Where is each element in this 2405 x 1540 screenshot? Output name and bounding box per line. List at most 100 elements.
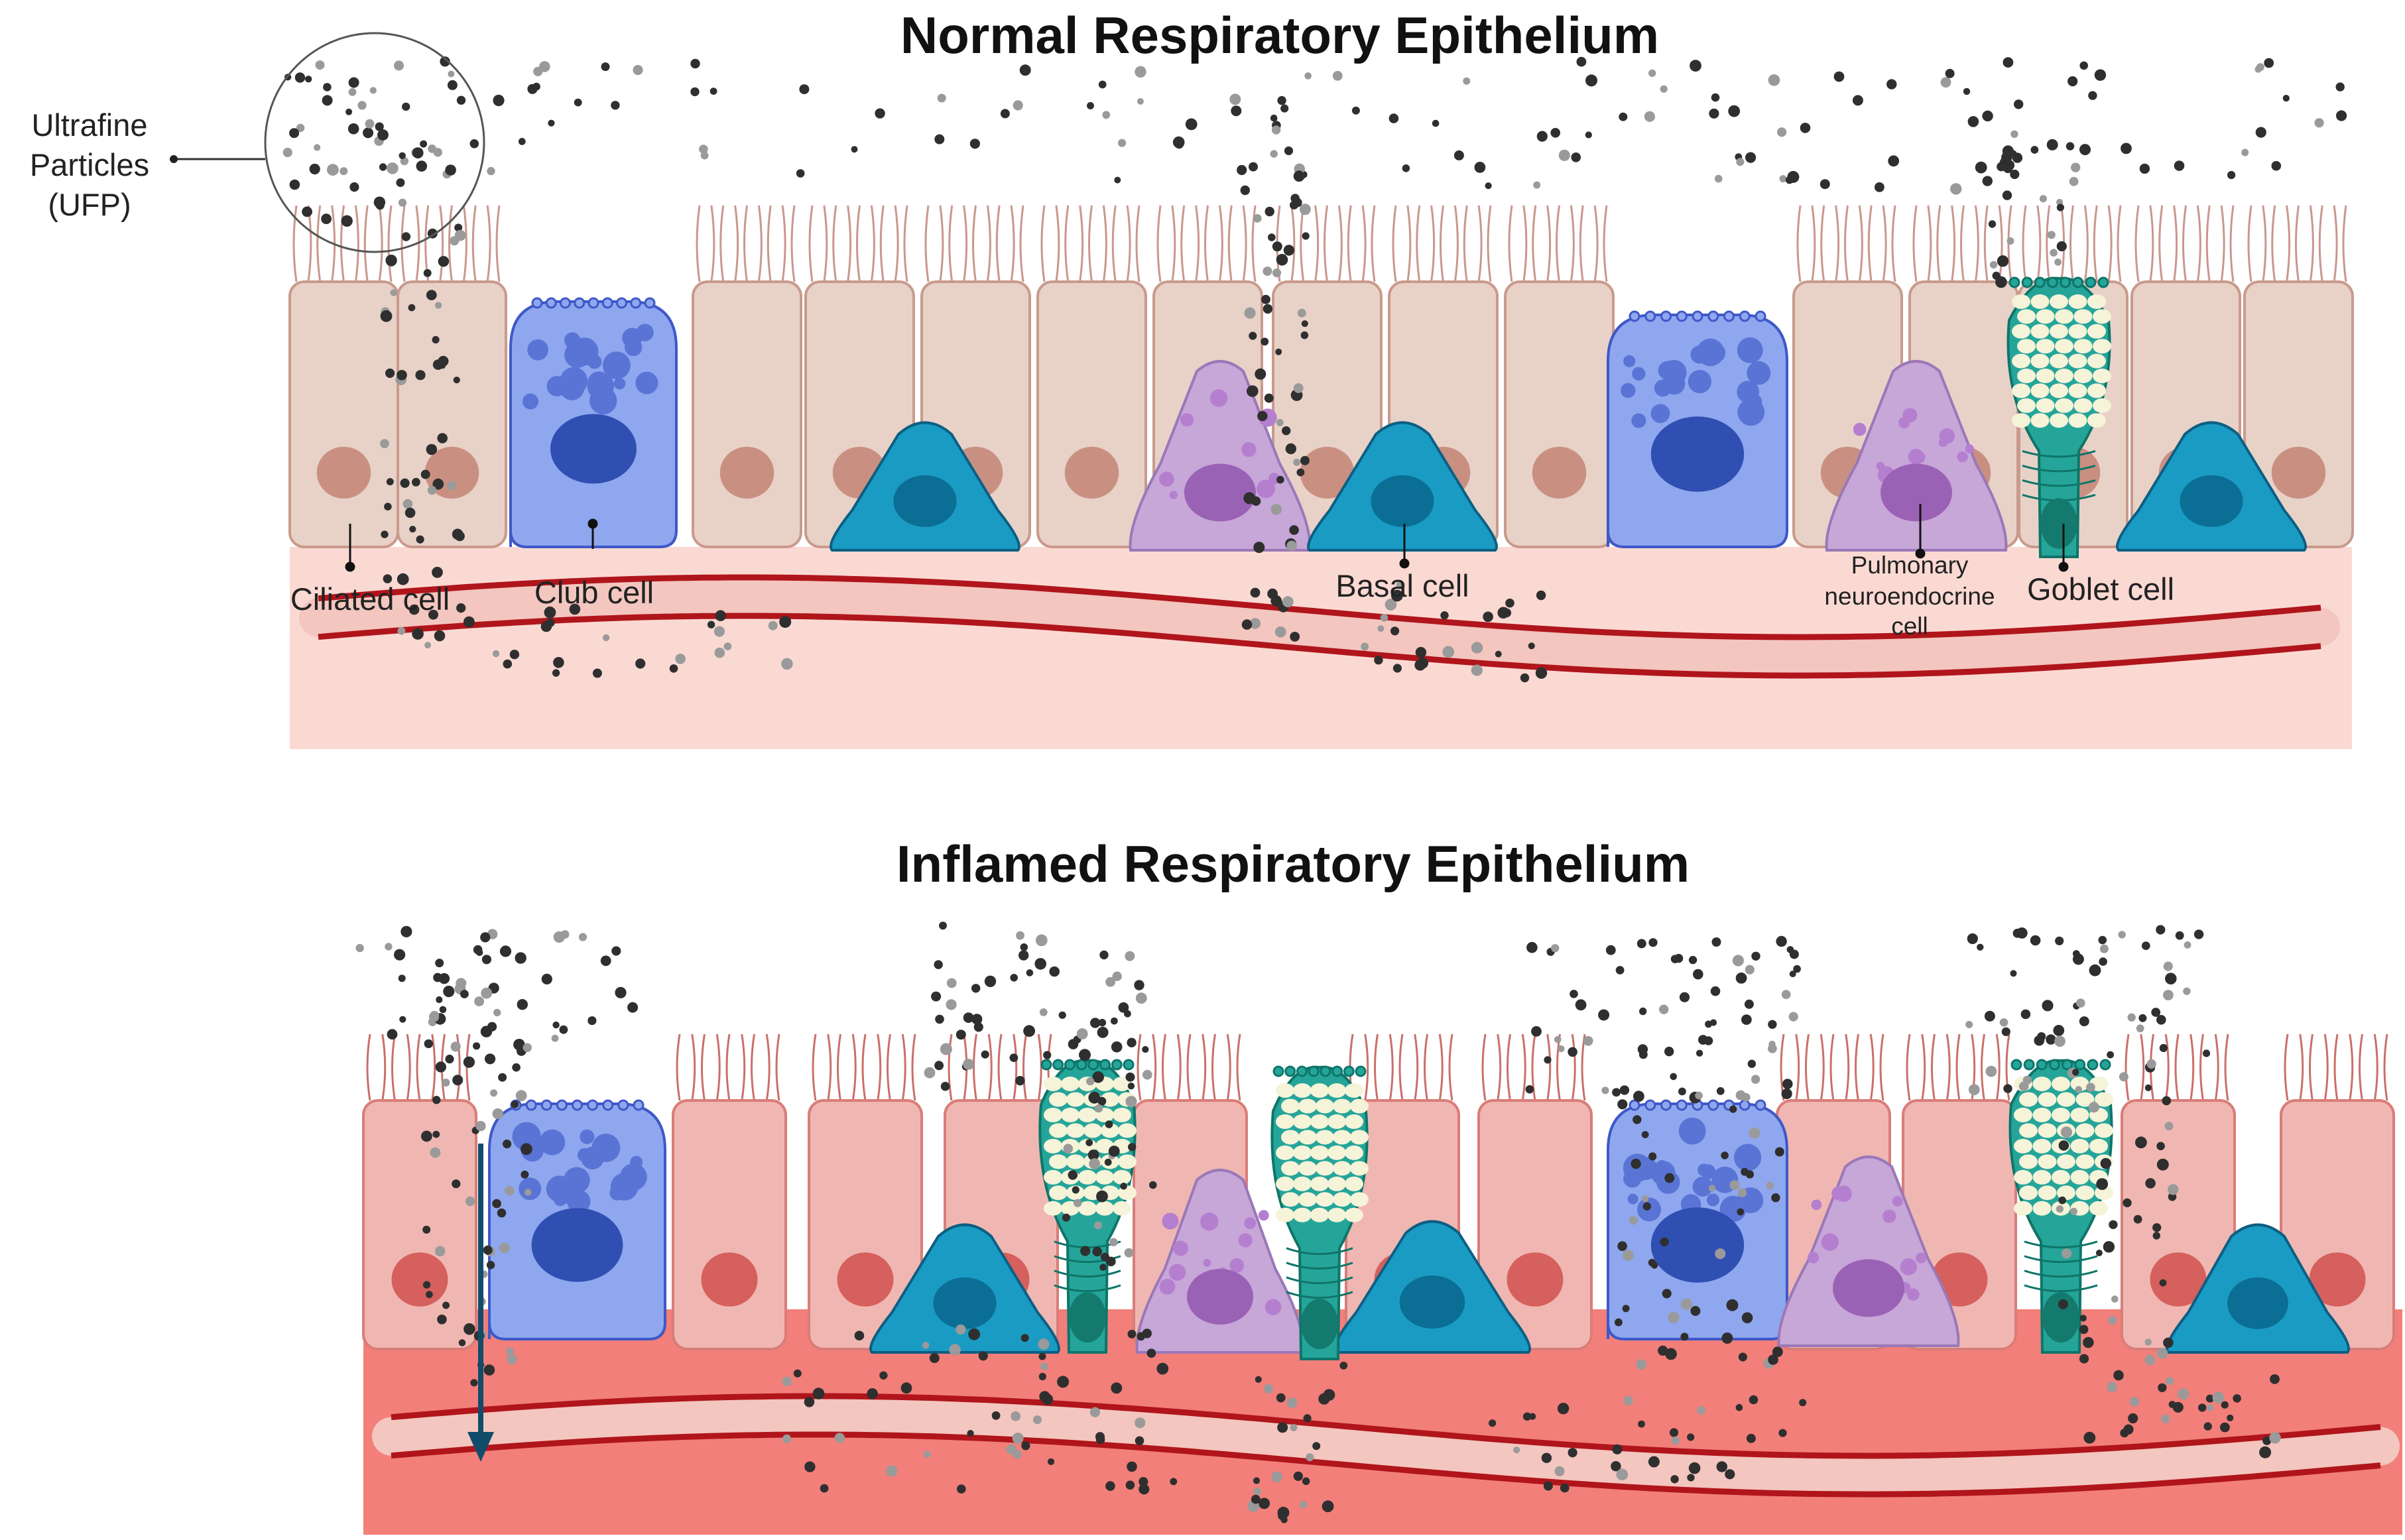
pne-cell-granule: [1957, 451, 1968, 463]
ultrafine-particle: [2058, 1299, 2068, 1309]
ultrafine-particle: [1781, 990, 1791, 999]
ultrafine-particle: [1086, 1077, 1095, 1086]
ultrafine-particle: [1709, 1185, 1716, 1192]
ultrafine-particle: [404, 507, 416, 518]
ultrafine-particle: [1785, 176, 1794, 184]
ultrafine-particle: [552, 669, 560, 677]
ultrafine-particle: [1302, 232, 1310, 240]
goblet-cell-mucin: [1044, 1201, 1062, 1216]
cilium: [2349, 1034, 2354, 1101]
ultrafine-particle: [443, 985, 455, 998]
ultrafine-particle: [1772, 1346, 1783, 1358]
ultrafine-particle: [1120, 1183, 1127, 1190]
goblet-cell-mucin: [1327, 1145, 1346, 1160]
ultrafine-particle: [2144, 1354, 2156, 1366]
ultrafine-particle: [1247, 385, 1259, 397]
ultrafine-particle: [1270, 504, 1282, 515]
cilium: [2205, 205, 2211, 282]
ultrafine-particle: [1380, 614, 1388, 622]
club-cell-granule: [1734, 1144, 1762, 1171]
ultrafine-particle: [1623, 1250, 1634, 1261]
ultrafine-particle: [2172, 1401, 2184, 1413]
ultrafine-particle: [1483, 611, 1493, 622]
goblet-cell-mucin: [2012, 383, 2030, 398]
ultrafine-particle: [363, 127, 374, 139]
club-cell-bump: [1644, 1099, 1656, 1111]
ultrafine-particle: [929, 1353, 940, 1364]
basal-cell-nucleus: [893, 475, 957, 527]
ultrafine-particle: [2002, 190, 2012, 200]
ultrafine-particle: [480, 932, 491, 943]
ultrafine-particle: [578, 933, 587, 941]
ultrafine-particle: [2030, 935, 2041, 946]
pne-cell-granule: [1258, 1210, 1269, 1221]
cilium: [790, 205, 796, 282]
ultrafine-particle: [434, 630, 446, 642]
ultrafine-particle: [2156, 1015, 2166, 1025]
cilium: [861, 1034, 867, 1101]
cilium: [1531, 1034, 1536, 1101]
ultrafine-particle: [1989, 261, 1998, 269]
ultrafine-particle: [523, 1043, 532, 1052]
ultrafine-particle: [1241, 619, 1253, 630]
vessel-wall-upper: [318, 574, 2321, 640]
club-cell-bump: [601, 297, 613, 309]
ultrafine-particle: [2094, 69, 2107, 81]
ultrafine-particle: [1690, 60, 1701, 72]
club-cell-bump: [633, 1099, 645, 1111]
ultrafine-particle: [492, 1108, 503, 1120]
goblet-cell-bump: [1272, 1065, 1284, 1077]
ultrafine-particle: [397, 370, 407, 381]
cilium: [973, 1034, 977, 1101]
ultrafine-particle: [1264, 206, 1274, 217]
goblet-cell-er: [2022, 464, 2096, 473]
goblet-cell-mucin: [2036, 309, 2055, 324]
goblet-cell-mucin: [2057, 1154, 2075, 1169]
cilium: [1593, 205, 1599, 282]
goblet-cell-mucin: [2075, 1154, 2095, 1169]
ultrafine-particle: [396, 178, 405, 187]
goblet-cell-mucin: [1066, 1154, 1085, 1169]
club-cell-granule: [1719, 1195, 1747, 1222]
ultrafine-particle: [294, 72, 306, 83]
goblet-cell-mucin: [1345, 1207, 1363, 1222]
ultrafine-particle: [1570, 990, 1578, 998]
ultrafine-particle: [2220, 1422, 2230, 1433]
ultrafine-particle: [709, 88, 717, 95]
ultrafine-particle: [1975, 161, 1987, 174]
club-cell-bump: [1739, 310, 1751, 322]
ultrafine-particle: [2060, 1126, 2073, 1138]
goblet-cell-mucin: [2087, 383, 2106, 398]
ultrafine-particle: [2159, 1043, 2168, 1052]
ultrafine-particle: [2119, 1072, 2128, 1082]
ultrafine-particle: [2046, 1034, 2056, 1045]
ciliated-cell-nucleus: [1507, 1252, 1564, 1307]
cilium: [987, 1034, 993, 1101]
ultrafine-particle: [867, 1388, 878, 1399]
ultrafine-particle: [415, 370, 426, 381]
cilium: [1162, 1034, 1166, 1101]
ultrafine-particle: [939, 921, 947, 930]
cilium: [1137, 1034, 1142, 1101]
ultrafine-particle: [503, 1140, 512, 1149]
ciliated-cell-nucleus: [2309, 1252, 2366, 1307]
ultrafine-particle: [834, 1433, 845, 1443]
ultrafine-particle: [1585, 74, 1597, 87]
ultrafine-particle: [2156, 1142, 2165, 1151]
goblet-cell-mucin: [1310, 1145, 1329, 1160]
ultrafine-particle: [2099, 944, 2109, 953]
cilium: [701, 1034, 706, 1101]
club-cell-bump: [1723, 310, 1735, 322]
cilium: [416, 1034, 421, 1101]
ultrafine-particle: [348, 77, 359, 88]
goblet-cell-mucin: [1345, 1176, 1363, 1191]
goblet-cell-mucin: [2050, 413, 2068, 428]
ultrafine-particle: [1536, 590, 1546, 601]
ultrafine-particle: [2193, 929, 2204, 939]
ultrafine-particle: [323, 83, 332, 91]
club-cell-bump: [1629, 1099, 1640, 1111]
ultrafine-particle: [2164, 1122, 2174, 1131]
ultrafine-particle: [635, 658, 646, 669]
ultrafine-particle: [1299, 1500, 1308, 1509]
vessel-wall-lower: [391, 1431, 2381, 1498]
